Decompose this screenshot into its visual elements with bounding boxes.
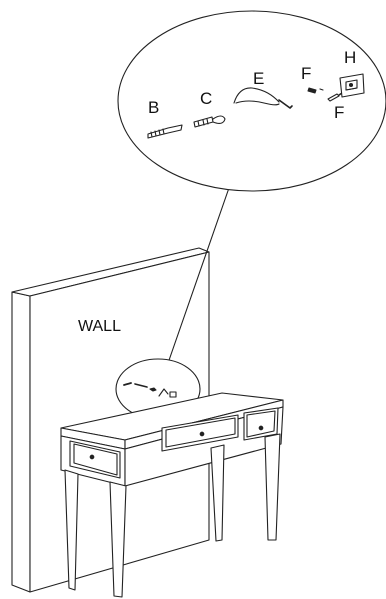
wall-label: WALL bbox=[78, 318, 121, 335]
wall-bracket-h-icon bbox=[340, 74, 364, 97]
part-label-h: H bbox=[344, 48, 356, 67]
part-label-f-top: F bbox=[301, 64, 311, 83]
part-label-b: B bbox=[148, 98, 159, 117]
part-label-e: E bbox=[253, 69, 264, 88]
part-label-c: C bbox=[200, 89, 212, 108]
part-label-f-bottom: F bbox=[334, 103, 344, 122]
